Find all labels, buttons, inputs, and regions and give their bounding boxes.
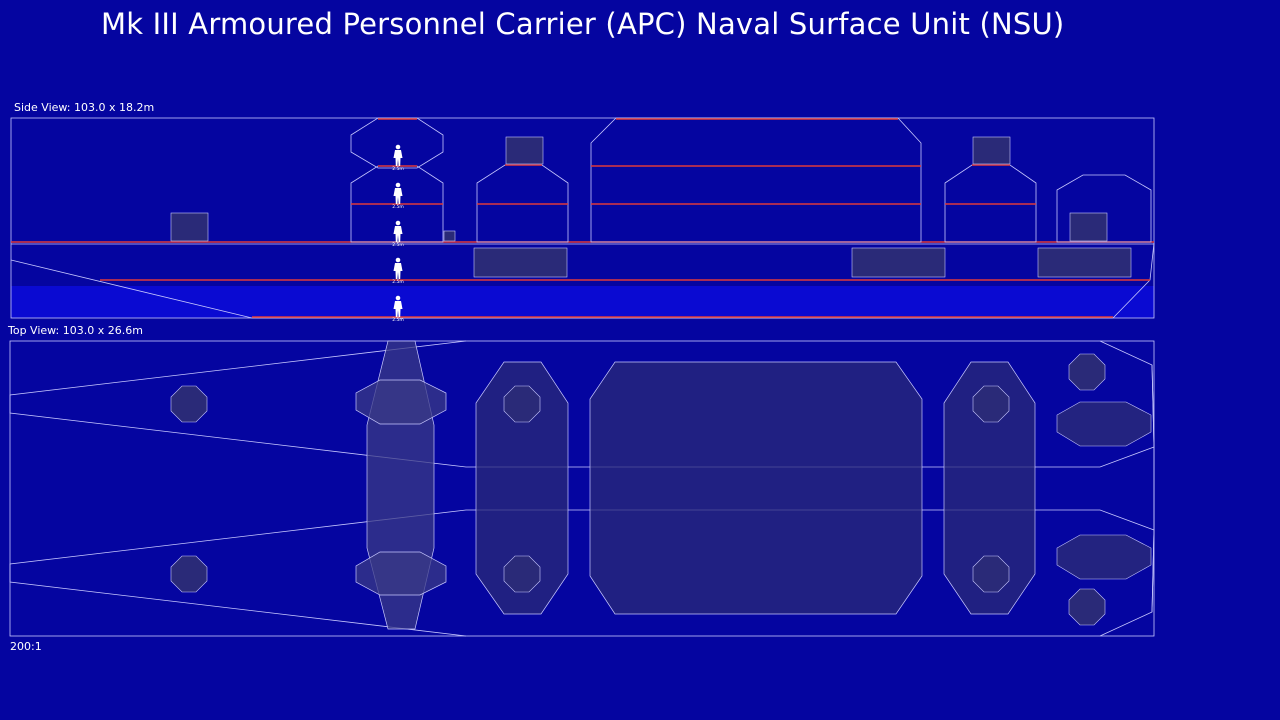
hull-bay-aft — [1037, 247, 1132, 278]
turret-starboard-bow — [1068, 588, 1106, 626]
turret-port-tower1 — [503, 385, 541, 423]
figure-height-label: 2.5m — [392, 204, 404, 210]
drawing-title: Mk III Armoured Personnel Carrier (APC) … — [101, 7, 1065, 41]
scale-figure — [393, 257, 403, 279]
level-lines — [351, 118, 1036, 205]
hull-line-port — [9, 340, 1155, 468]
bridge-pod-starboard — [355, 551, 447, 596]
deck-vent — [443, 230, 456, 242]
figure-height-label: 2.5m — [392, 166, 404, 172]
top-view — [9, 340, 1155, 637]
scale-figure — [393, 144, 403, 166]
bow-pods — [1056, 401, 1152, 580]
turrets — [170, 353, 1106, 626]
turret-starboard-tower2 — [972, 555, 1010, 593]
hull-bottom-line — [10, 242, 1155, 319]
hull-line-starboard — [9, 509, 1155, 637]
waterline-band — [11, 286, 1154, 318]
side-view-label: Side View: 103.0 x 18.2m — [14, 101, 155, 114]
bow-tip — [1151, 364, 1155, 613]
turret-port-tower2 — [972, 385, 1010, 423]
hull-bay-fore — [473, 247, 568, 278]
tower-deck-fore — [475, 361, 569, 615]
deck-turret-aft — [1069, 212, 1108, 242]
mast-module-fore — [505, 136, 544, 165]
figure-height-label: 2.5m — [392, 242, 404, 248]
turret-starboard-fore — [170, 555, 208, 593]
top-view-label: Top View: 103.0 x 26.6m — [8, 324, 143, 337]
hangar-deck — [589, 361, 923, 615]
side-modules — [170, 136, 1132, 278]
bridge-upper — [350, 117, 444, 169]
tower-deck-aft — [943, 361, 1036, 615]
figure-height-label: 2.5m — [392, 279, 404, 285]
scale-figures: 2.5m 2.5m 2.5m 2.5m 2.5m — [392, 144, 404, 323]
bridge-top — [355, 340, 447, 630]
bow-pod-starboard — [1056, 534, 1152, 580]
scale-figure — [393, 182, 403, 204]
aft-structure — [1056, 174, 1152, 243]
turret-starboard-tower1 — [503, 555, 541, 593]
scale-label: 200:1 — [10, 640, 42, 653]
turret-port-bow — [1068, 353, 1106, 391]
scale-figure — [393, 220, 403, 242]
hull-outline — [9, 340, 1155, 637]
mast-module-aft — [972, 136, 1011, 165]
figure-height-label: 2.5m — [392, 317, 404, 323]
deck-turret-fore — [170, 212, 209, 242]
hull-bay-mid — [851, 247, 946, 278]
hangar-structure — [590, 117, 922, 243]
side-view: 2.5m 2.5m 2.5m 2.5m 2.5m — [10, 117, 1155, 323]
turret-port-fore — [170, 385, 208, 423]
bridge-pod-port — [355, 379, 447, 425]
bow-pod-port — [1056, 401, 1152, 447]
